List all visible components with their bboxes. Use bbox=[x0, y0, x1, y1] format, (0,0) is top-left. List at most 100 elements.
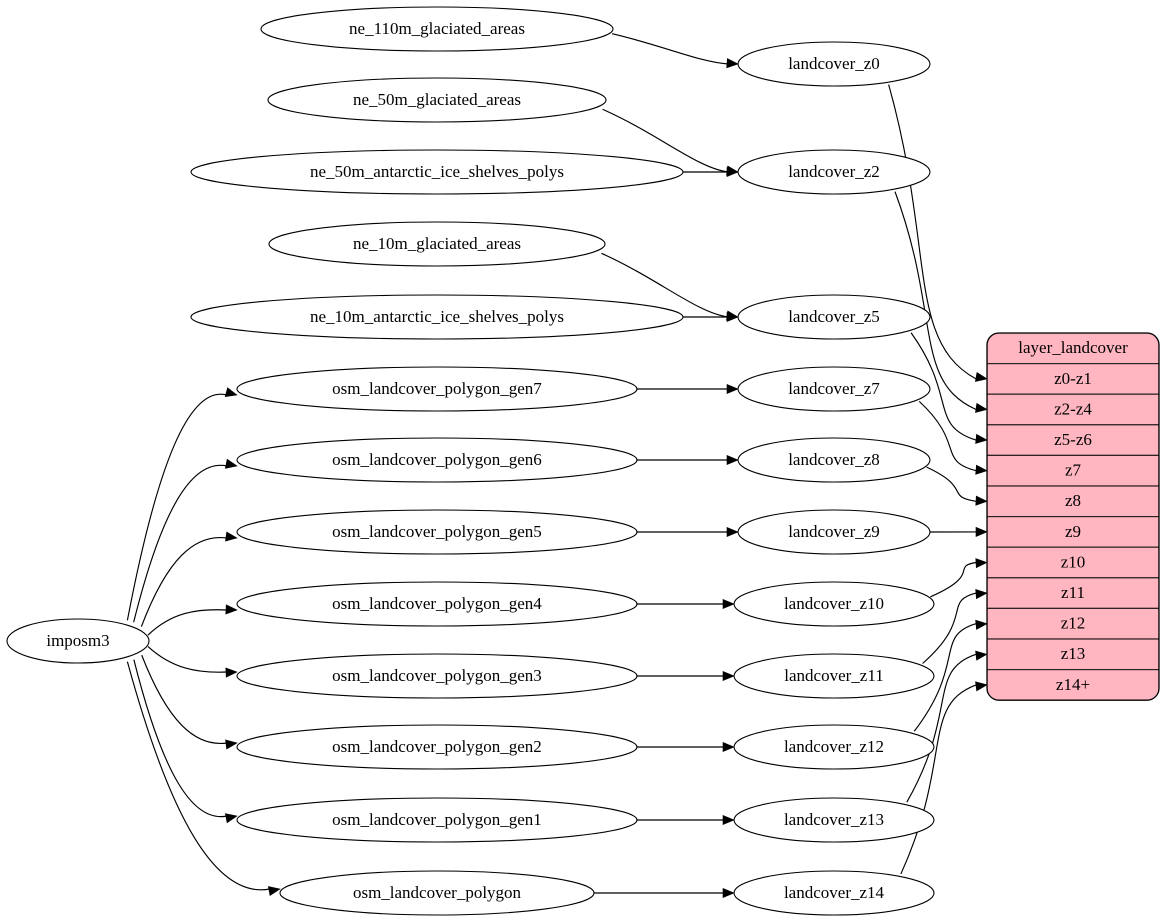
edge-imposm3-to-osm_landcover_polygon_gen3 bbox=[147, 646, 228, 673]
node-landcover_z0[interactable]: landcover_z0 bbox=[737, 41, 931, 87]
arrow-head bbox=[726, 383, 739, 395]
table-row[interactable] bbox=[987, 363, 1159, 395]
arrow-head bbox=[975, 681, 988, 692]
table-row[interactable] bbox=[987, 638, 1159, 671]
node-ellipse bbox=[737, 149, 931, 195]
node-ellipse bbox=[279, 870, 595, 916]
arrow-head bbox=[975, 558, 988, 569]
edge-imposm3-to-osm_landcover_polygon_gen7 bbox=[126, 393, 228, 621]
node-landcover_z8[interactable]: landcover_z8 bbox=[737, 437, 931, 483]
edge-landcover_z7-to-row-z7 bbox=[918, 400, 977, 472]
edge-imposm3-to-osm_landcover_polygon_gen5 bbox=[140, 536, 228, 627]
node-landcover_z5[interactable]: landcover_z5 bbox=[737, 294, 931, 340]
edge-landcover_z14-to-row-z14+ bbox=[900, 684, 977, 875]
node-landcover_z12[interactable]: landcover_z12 bbox=[733, 724, 935, 770]
node-ellipse bbox=[733, 870, 935, 916]
arrow-head bbox=[974, 371, 988, 382]
table-row[interactable] bbox=[987, 668, 1159, 701]
node-osm_landcover_polygon_gen7[interactable]: osm_landcover_polygon_gen7 bbox=[236, 366, 638, 412]
node-ellipse bbox=[733, 797, 935, 843]
edge-landcover_z12-to-row-z12 bbox=[913, 623, 977, 732]
node-ellipse bbox=[6, 618, 150, 664]
node-landcover_z10[interactable]: landcover_z10 bbox=[733, 581, 935, 627]
table-row[interactable] bbox=[987, 424, 1159, 456]
arrow-head bbox=[726, 454, 739, 466]
node-ne_50m_antarctic_ice_shelves_polys[interactable]: ne_50m_antarctic_ice_shelves_polys bbox=[190, 149, 684, 195]
arrow-head bbox=[267, 886, 281, 897]
node-landcover_z14[interactable]: landcover_z14 bbox=[733, 870, 935, 916]
node-ellipse bbox=[268, 221, 606, 267]
node-landcover_z7[interactable]: landcover_z7 bbox=[737, 366, 931, 412]
edge-landcover_z2-to-row-z2-z4 bbox=[894, 191, 977, 411]
arrow-head bbox=[726, 166, 739, 178]
node-ellipse bbox=[236, 437, 638, 483]
arrow-head bbox=[975, 526, 988, 537]
node-ellipse bbox=[260, 6, 614, 52]
arrow-head bbox=[722, 670, 735, 682]
node-ne_10m_glaciated_areas[interactable]: ne_10m_glaciated_areas bbox=[268, 221, 606, 267]
edge-landcover_z13-to-row-z13 bbox=[906, 653, 977, 803]
edge-imposm3-to-osm_landcover_polygon_gen4 bbox=[147, 609, 228, 636]
node-ellipse bbox=[737, 509, 931, 555]
node-osm_landcover_polygon_gen4[interactable]: osm_landcover_polygon_gen4 bbox=[236, 581, 638, 627]
node-osm_landcover_polygon_gen3[interactable]: osm_landcover_polygon_gen3 bbox=[236, 653, 638, 699]
table-row[interactable] bbox=[987, 577, 1159, 609]
node-imposm3[interactable]: imposm3 bbox=[6, 618, 150, 664]
edge-landcover_z11-to-row-z11 bbox=[922, 592, 977, 664]
arrow-head bbox=[722, 741, 735, 753]
arrow-head bbox=[225, 667, 238, 678]
edge-ne_110m_glaciated_areas-to-landcover_z0 bbox=[611, 33, 729, 65]
node-ellipse bbox=[236, 509, 638, 555]
node-ellipse bbox=[236, 581, 638, 627]
edge-imposm3-to-osm_landcover_polygon bbox=[126, 661, 271, 891]
edge-landcover_z10-to-row-z10 bbox=[930, 561, 977, 598]
node-ellipse bbox=[236, 724, 638, 770]
edge-imposm3-to-osm_landcover_polygon_gen6 bbox=[133, 464, 228, 623]
edges-layer bbox=[126, 33, 988, 899]
nodes-layer: imposm3 ne_110m_glaciated_areas ne_50m_gla… bbox=[6, 6, 935, 916]
node-ellipse bbox=[737, 294, 931, 340]
arrow-head bbox=[224, 813, 238, 824]
node-ne_110m_glaciated_areas[interactable]: ne_110m_glaciated_areas bbox=[260, 6, 614, 52]
node-ne_50m_glaciated_areas[interactable]: ne_50m_glaciated_areas bbox=[267, 77, 607, 123]
table-row[interactable] bbox=[987, 454, 1159, 487]
table-row[interactable] bbox=[987, 515, 1159, 548]
node-ellipse bbox=[737, 41, 931, 87]
node-landcover_z9[interactable]: landcover_z9 bbox=[737, 509, 931, 555]
node-ellipse bbox=[236, 653, 638, 699]
arrow-head bbox=[975, 433, 988, 444]
node-landcover_z11[interactable]: landcover_z11 bbox=[733, 653, 935, 699]
edge-ne_50m_glaciated_areas-to-landcover_z2 bbox=[602, 108, 729, 173]
node-osm_landcover_polygon_gen2[interactable]: osm_landcover_polygon_gen2 bbox=[236, 724, 638, 770]
node-ne_10m_antarctic_ice_shelves_polys[interactable]: ne_10m_antarctic_ice_shelves_polys bbox=[190, 294, 684, 340]
layer-landcover-table: layer_landcoverz0-z1z2-z4z5-z6z7z8z9z10z… bbox=[986, 332, 1160, 701]
table-header-cell bbox=[987, 333, 1159, 365]
arrow-head bbox=[975, 619, 988, 630]
arrow-head bbox=[726, 311, 739, 323]
arrow-head bbox=[225, 604, 238, 615]
table-outline bbox=[986, 332, 1160, 701]
node-landcover_z2[interactable]: landcover_z2 bbox=[737, 149, 931, 195]
node-landcover_z13[interactable]: landcover_z13 bbox=[733, 797, 935, 843]
node-ellipse bbox=[267, 77, 607, 123]
table-row[interactable] bbox=[987, 393, 1159, 426]
arrow-head bbox=[722, 814, 735, 826]
arrow-head bbox=[975, 464, 988, 475]
node-osm_landcover_polygon[interactable]: osm_landcover_polygon bbox=[279, 870, 595, 916]
edge-imposm3-to-osm_landcover_polygon_gen2 bbox=[141, 654, 228, 744]
node-ellipse bbox=[737, 366, 931, 412]
node-osm_landcover_polygon_gen5[interactable]: osm_landcover_polygon_gen5 bbox=[236, 509, 638, 555]
node-ellipse bbox=[737, 437, 931, 483]
node-osm_landcover_polygon_gen6[interactable]: osm_landcover_polygon_gen6 bbox=[236, 437, 638, 483]
edge-ne_10m_glaciated_areas-to-landcover_z5 bbox=[601, 252, 729, 318]
table-cells bbox=[987, 333, 1159, 701]
table-row[interactable] bbox=[987, 485, 1159, 518]
table-row[interactable] bbox=[987, 607, 1159, 640]
node-osm_landcover_polygon_gen1[interactable]: osm_landcover_polygon_gen1 bbox=[236, 797, 638, 843]
arrow-head bbox=[975, 589, 988, 600]
node-ellipse bbox=[733, 581, 935, 627]
edge-landcover_z5-to-row-z5-z6 bbox=[910, 332, 977, 441]
node-ellipse bbox=[236, 797, 638, 843]
table-row[interactable] bbox=[987, 546, 1159, 579]
